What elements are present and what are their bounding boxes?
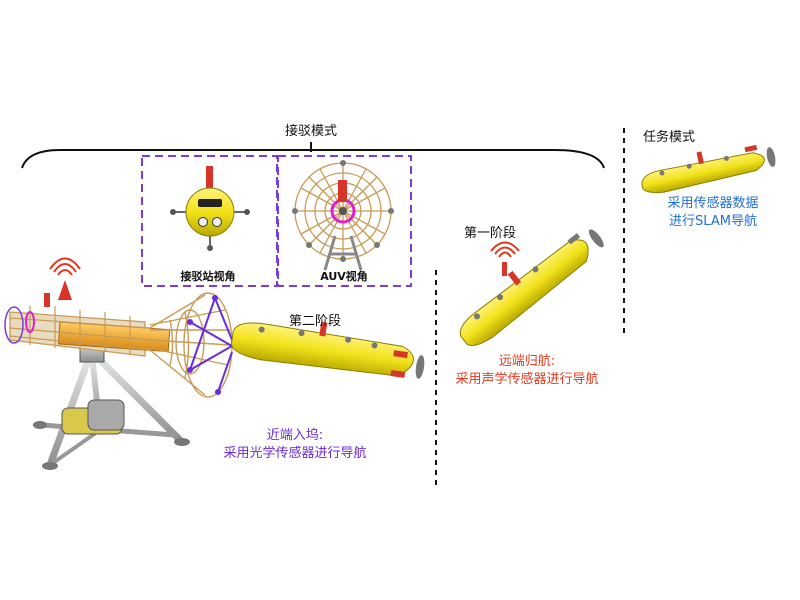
near-entry-title: 近端入坞: — [266, 428, 324, 443]
view-cone-lines — [189, 297, 233, 393]
docking-station-body — [4, 280, 171, 357]
auv-view-box — [277, 155, 412, 287]
far-return-desc: 采用声学传感器进行导航 — [455, 372, 599, 387]
station-view-label: 接驳站视角 — [180, 270, 236, 283]
mission-desc-line1: 采用传感器数据 — [667, 196, 759, 211]
mission-desc-line2: 进行SLAM导航 — [669, 214, 757, 229]
auv-mission-mode — [641, 144, 776, 194]
auv-view-label: AUV视角 — [320, 270, 368, 283]
mission-mode-label: 任务模式 — [642, 130, 696, 145]
auv-stage-one-signal — [490, 241, 520, 276]
tripod-stand — [33, 339, 190, 470]
auv-stage-two — [230, 321, 425, 379]
cone-center-markers — [330, 180, 356, 224]
cone-support-stand — [323, 235, 363, 271]
auv-front-view — [170, 166, 250, 251]
far-return-title: 远端归航: — [498, 354, 556, 369]
near-entry-desc: 采用光学传感器进行导航 — [223, 446, 367, 461]
stage-two-label: 第二阶段 — [288, 314, 342, 329]
docking-mode-bracket — [21, 149, 605, 169]
stage-one-label: 第一阶段 — [463, 226, 517, 241]
docking-mode-label: 接驳模式 — [284, 124, 338, 139]
antenna-signal — [49, 257, 81, 276]
cone-rim-bolts — [292, 160, 394, 262]
cone-nodes — [187, 295, 221, 395]
docking-cone-side — [149, 292, 233, 398]
auv-stage-one — [459, 229, 604, 347]
